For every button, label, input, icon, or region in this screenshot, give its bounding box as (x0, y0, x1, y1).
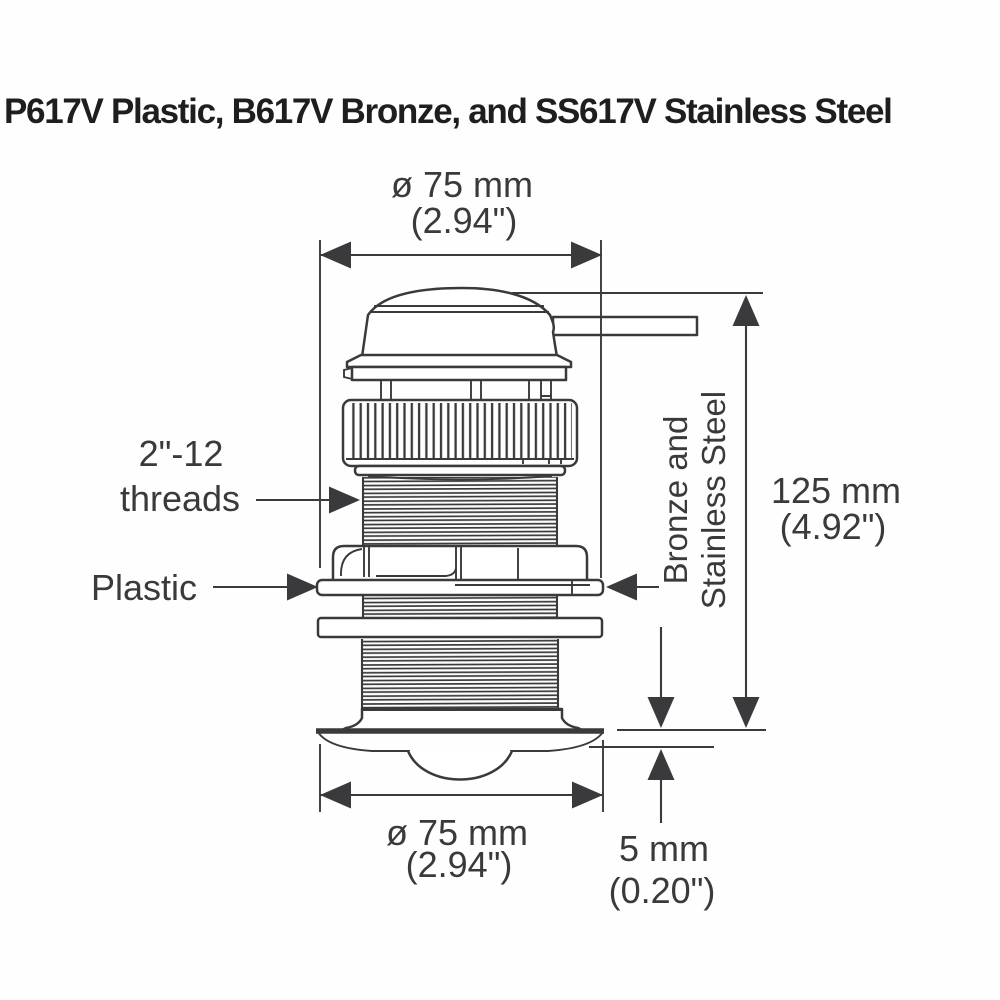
material-label-line1: Bronze and (657, 416, 694, 585)
flange-thickness-dimension: 5 mm (0.20") (589, 627, 715, 911)
cap-posts (380, 378, 552, 402)
top-diameter-dimension: ø 75 mm (2.94") (319, 164, 602, 578)
cap-skirt (345, 353, 573, 369)
overall-height-inches: (4.92") (780, 506, 887, 547)
bottom-diameter-inches: (2.94") (406, 844, 513, 885)
cap-base-tab (343, 367, 353, 380)
threads-callout-arrow (329, 486, 360, 514)
washer (316, 616, 604, 639)
plastic-callout-arrow (287, 573, 318, 601)
hex-body (331, 544, 589, 581)
mid-threads (361, 595, 559, 618)
stem-flare (340, 707, 584, 732)
lower-threads (360, 639, 560, 709)
bottom-diameter-dimension: ø 75 mm (2.94") (319, 740, 604, 885)
material-callout: Bronze and Stainless Steel (606, 391, 732, 609)
material-callout-arrow (606, 573, 637, 601)
sensor-cap (343, 286, 573, 382)
threads-label-line2: threads (120, 478, 240, 519)
threads-callout: 2"-12 threads (120, 433, 360, 519)
upper-threads (361, 477, 559, 547)
plastic-label: Plastic (91, 567, 197, 608)
drawing-title: P617V Plastic, B617V Bronze, and SS617V … (4, 92, 893, 131)
hull-flange (316, 728, 604, 781)
cap-base-ring (350, 365, 568, 382)
plastic-callout: Plastic (91, 567, 318, 608)
retaining-lever (551, 315, 699, 337)
mounting-flange (315, 578, 605, 597)
knurled-locknut (341, 398, 579, 468)
transducer-body (315, 286, 699, 781)
overall-height-value: 125 mm (771, 470, 901, 511)
bottom-diameter-value: ø 75 mm (386, 812, 528, 853)
flange-thickness-value: 5 mm (619, 828, 709, 869)
flange-thickness-inches: (0.20") (609, 870, 716, 911)
threads-label-line1: 2"-12 (139, 433, 224, 474)
overall-height-dimension: 125 mm (4.92") (512, 292, 901, 731)
transducer-dome (406, 750, 514, 781)
top-diameter-inches: (2.94") (411, 200, 518, 241)
material-label-line2: Stainless Steel (695, 391, 732, 609)
top-diameter-value: ø 75 mm (391, 164, 533, 205)
